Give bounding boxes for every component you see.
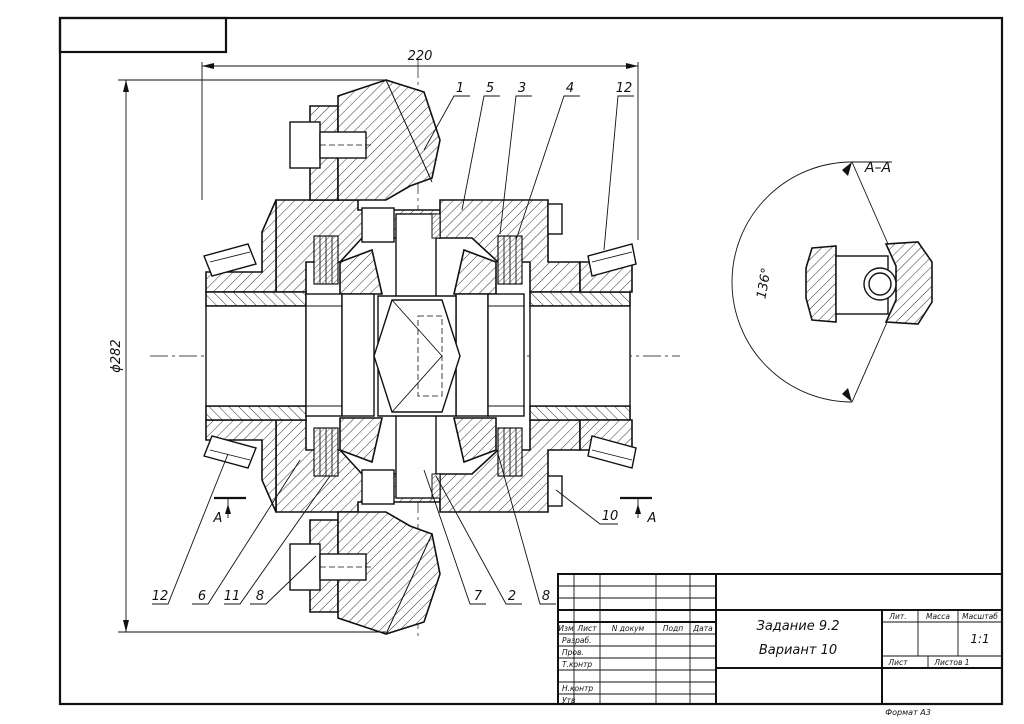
sheet-label: Лист — [887, 658, 908, 667]
row-approved: Утв — [562, 696, 575, 705]
section-mark-left: A — [213, 511, 223, 526]
bearing-right-bottom — [587, 435, 637, 469]
scale-label: Масштаб — [962, 612, 998, 621]
clutch-pack-right — [497, 235, 523, 477]
angle-dimension: 136° — [754, 267, 774, 300]
col-sign: Подп — [663, 624, 683, 633]
leader-5: 5 — [486, 81, 494, 96]
bearing-right-top — [587, 243, 637, 277]
col-list: Лист — [576, 624, 597, 633]
leader-8-right: 8 — [542, 589, 550, 604]
format-label: Формат А3 — [885, 708, 931, 717]
leader-6: 6 — [198, 589, 206, 604]
col-date: Дата — [692, 624, 713, 633]
bearing-left-top — [203, 243, 257, 277]
mass-label: Масса — [926, 612, 950, 621]
clutch-pack-left — [313, 235, 339, 477]
row-developer: Разраб. — [562, 636, 591, 645]
title-block: Изм Лист N докум Подп Дата Разраб. Пров.… — [557, 573, 1003, 717]
leader-12-bottom: 12 — [152, 589, 169, 604]
leader-4: 4 — [566, 81, 574, 96]
col-doc: N докум — [612, 624, 645, 633]
leader-3: 3 — [518, 81, 526, 96]
section-a-a-view: A–A 136° — [731, 160, 933, 403]
section-mark-right: A — [647, 511, 657, 526]
leader-7: 7 — [474, 589, 483, 604]
leader-2: 2 — [508, 589, 516, 604]
leader-11: 11 — [224, 589, 241, 604]
scale-value: 1:1 — [970, 632, 989, 646]
row-norm-control: Н.контр — [562, 684, 593, 693]
row-checked: Пров. — [562, 648, 584, 657]
lit-label: Лит. — [888, 612, 906, 621]
variant-title: Вариант 10 — [759, 643, 837, 658]
assembly-section-view: 220 ϕ282 1 5 3 4 12 12 6 11 8 7 2 8 10 A… — [109, 49, 680, 640]
sheets-label: Листов 1 — [933, 658, 969, 667]
leader-1: 1 — [456, 81, 464, 96]
row-tech-control: Т.контр — [562, 660, 592, 669]
section-a-a-label: A–A — [864, 160, 891, 176]
diameter-dimension: ϕ282 — [109, 339, 124, 372]
task-title: Задание 9.2 — [756, 619, 839, 634]
bearing-left-bottom — [203, 435, 257, 469]
leader-8-left: 8 — [256, 589, 264, 604]
sheet-frame — [58, 16, 1004, 706]
width-dimension: 220 — [408, 49, 433, 64]
leader-12-top: 12 — [616, 81, 633, 96]
col-izm: Изм — [558, 624, 574, 633]
leader-10: 10 — [602, 509, 619, 524]
